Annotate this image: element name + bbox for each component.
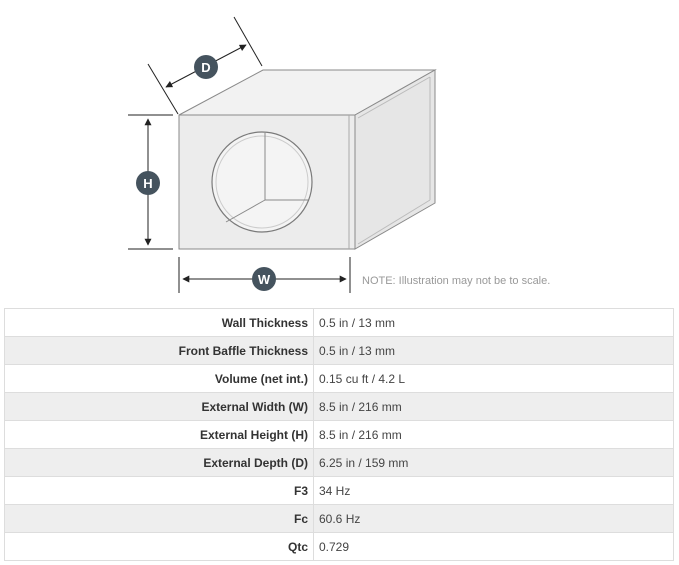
spec-label: External Width (W) xyxy=(4,392,314,421)
spec-label: External Height (H) xyxy=(4,420,314,449)
table-row: External Depth (D) 6.25 in / 159 mm xyxy=(4,448,674,477)
table-row: Qtc 0.729 xyxy=(4,532,674,561)
enclosure-diagram: D H W NOTE: Illustration may not be to s… xyxy=(128,16,550,293)
spec-value: 0.729 xyxy=(313,532,674,561)
speaker-cutout xyxy=(211,131,313,233)
spec-value: 0.5 in / 13 mm xyxy=(313,308,674,337)
table-row: Fc 60.6 Hz xyxy=(4,504,674,533)
depth-badge xyxy=(194,55,218,79)
spec-label: Qtc xyxy=(4,532,314,561)
table-row: F3 34 Hz xyxy=(4,476,674,505)
spec-value: 8.5 in / 216 mm xyxy=(313,420,674,449)
spec-value: 8.5 in / 216 mm xyxy=(313,392,674,421)
spec-value: 0.5 in / 13 mm xyxy=(313,336,674,365)
height-badge xyxy=(136,171,160,195)
spec-value: 34 Hz xyxy=(313,476,674,505)
table-row: External Height (H) 8.5 in / 216 mm xyxy=(4,420,674,449)
spec-label: Volume (net int.) xyxy=(4,364,314,393)
spec-value: 0.15 cu ft / 4.2 L xyxy=(313,364,674,393)
table-row: Wall Thickness 0.5 in / 13 mm xyxy=(4,308,674,337)
spec-label: F3 xyxy=(4,476,314,505)
scale-note: NOTE: Illustration may not be to scale. xyxy=(362,275,550,287)
enclosure-illustration: D H W NOTE: Illustration may not be to s… xyxy=(128,16,550,293)
width-dimension: W xyxy=(178,257,351,293)
spec-label: Wall Thickness xyxy=(4,308,314,337)
height-dimension: H xyxy=(128,114,173,250)
depth-dimension: D xyxy=(147,16,263,115)
specs-table: Wall Thickness 0.5 in / 13 mm Front Baff… xyxy=(4,308,674,561)
spec-label: Fc xyxy=(4,504,314,533)
spec-label: Front Baffle Thickness xyxy=(4,336,314,365)
table-row: Volume (net int.) 0.15 cu ft / 4.2 L xyxy=(4,364,674,393)
spec-value: 6.25 in / 159 mm xyxy=(313,448,674,477)
table-row: Front Baffle Thickness 0.5 in / 13 mm xyxy=(4,336,674,365)
depth-label: D xyxy=(201,60,210,75)
width-badge xyxy=(252,267,276,291)
enclosure-box xyxy=(178,69,437,250)
table-row: External Width (W) 8.5 in / 216 mm xyxy=(4,392,674,421)
height-label: H xyxy=(143,176,152,191)
spec-label: External Depth (D) xyxy=(4,448,314,477)
width-label: W xyxy=(258,272,271,287)
spec-value: 60.6 Hz xyxy=(313,504,674,533)
